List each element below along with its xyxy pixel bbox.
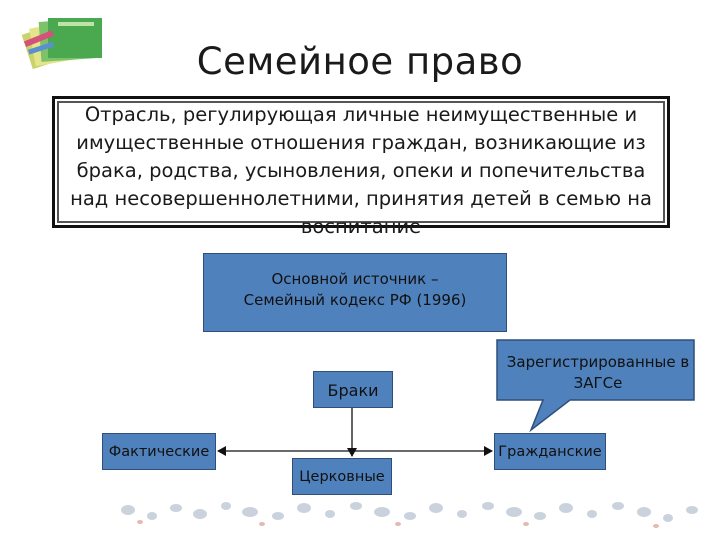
source-box: Основной источник – Семейный кодекс РФ (… [203, 253, 507, 332]
node-church: Церковные [292, 458, 392, 495]
source-line-2: Семейный кодекс РФ (1996) [243, 291, 467, 309]
source-line-1: Основной источник – [271, 270, 439, 288]
node-marriages: Браки [313, 371, 393, 408]
callout-text: Зарегистрированные в ЗАГСе [500, 352, 696, 394]
definition-box [52, 96, 670, 228]
callout-shape [496, 339, 695, 433]
callout-line-2: ЗАГСе [573, 374, 623, 392]
node-factual: Фактические [102, 433, 216, 470]
callout-line-1: Зарегистрированные в [506, 353, 690, 371]
node-civil: Гражданские [494, 433, 606, 470]
page-title: Семейное право [196, 40, 524, 83]
pebble-decoration [121, 502, 698, 528]
folders-icon [21, 18, 102, 70]
definition-text: Отрасль, регулирующая личные неимуществе… [70, 103, 652, 238]
